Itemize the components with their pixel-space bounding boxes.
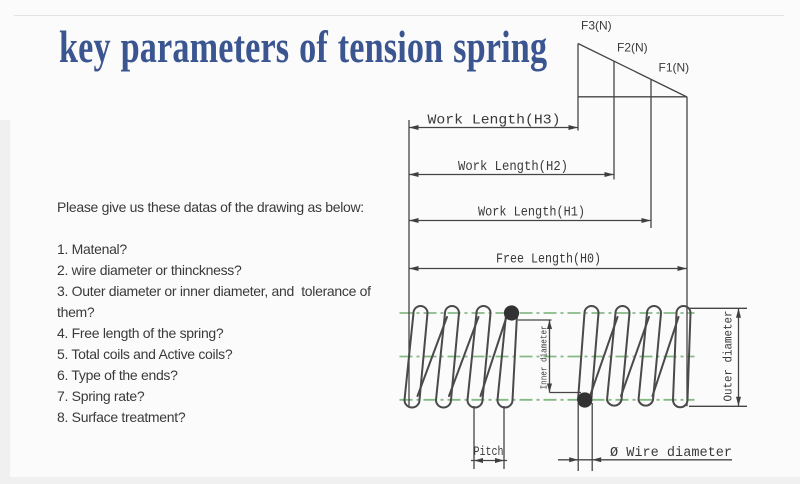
svg-text:Outer diameter: Outer diameter [723,311,736,402]
svg-text:Inner diameter: Inner diameter [540,325,550,389]
svg-text:F2(N): F2(N) [617,41,648,55]
svg-text:F1(N): F1(N) [659,61,690,75]
svg-text:Work Length(H3): Work Length(H3) [428,114,561,129]
svg-text:Work Length(H2): Work Length(H2) [458,160,568,175]
svg-text:Free Length(H0): Free Length(H0) [496,253,601,268]
svg-text:Pitch: Pitch [474,445,504,459]
svg-text:Ø Wire diameter: Ø Wire diameter [610,446,732,461]
svg-text:Work Length(H1): Work Length(H1) [478,206,585,221]
svg-text:F3(N): F3(N) [581,19,612,33]
